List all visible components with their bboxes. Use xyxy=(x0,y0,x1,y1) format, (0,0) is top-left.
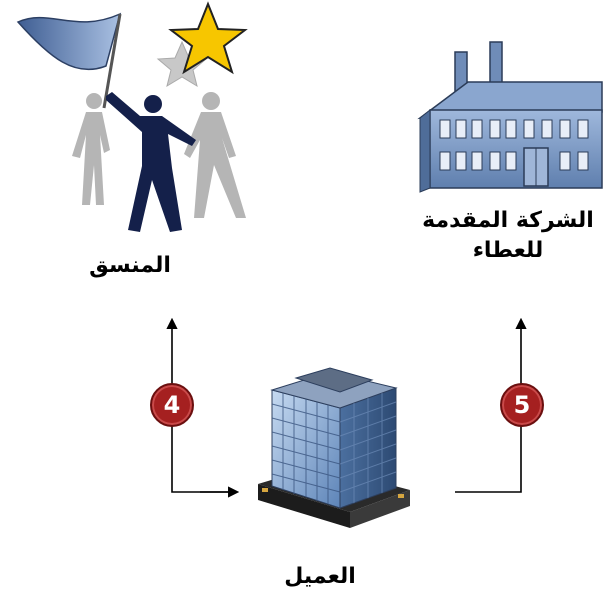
provider-label: الشركة المقدمة للعطاء xyxy=(422,208,594,263)
client-label: العميل xyxy=(284,564,356,589)
dark-person-center-icon xyxy=(106,92,196,232)
gray-person-left-icon xyxy=(72,93,110,205)
arrow-client-to-provider xyxy=(455,317,527,493)
step-5-badge: 5 xyxy=(500,383,544,427)
flag-icon xyxy=(16,12,122,71)
coordinator-label: المنسق xyxy=(89,253,171,278)
gray-person-right-icon xyxy=(184,92,246,218)
coordinator-team-flag-star-icon xyxy=(16,1,248,232)
gold-star-icon xyxy=(168,1,248,75)
factory-icon xyxy=(417,41,603,193)
step-4-badge: 4 xyxy=(150,383,194,427)
office-building-icon xyxy=(258,367,410,528)
